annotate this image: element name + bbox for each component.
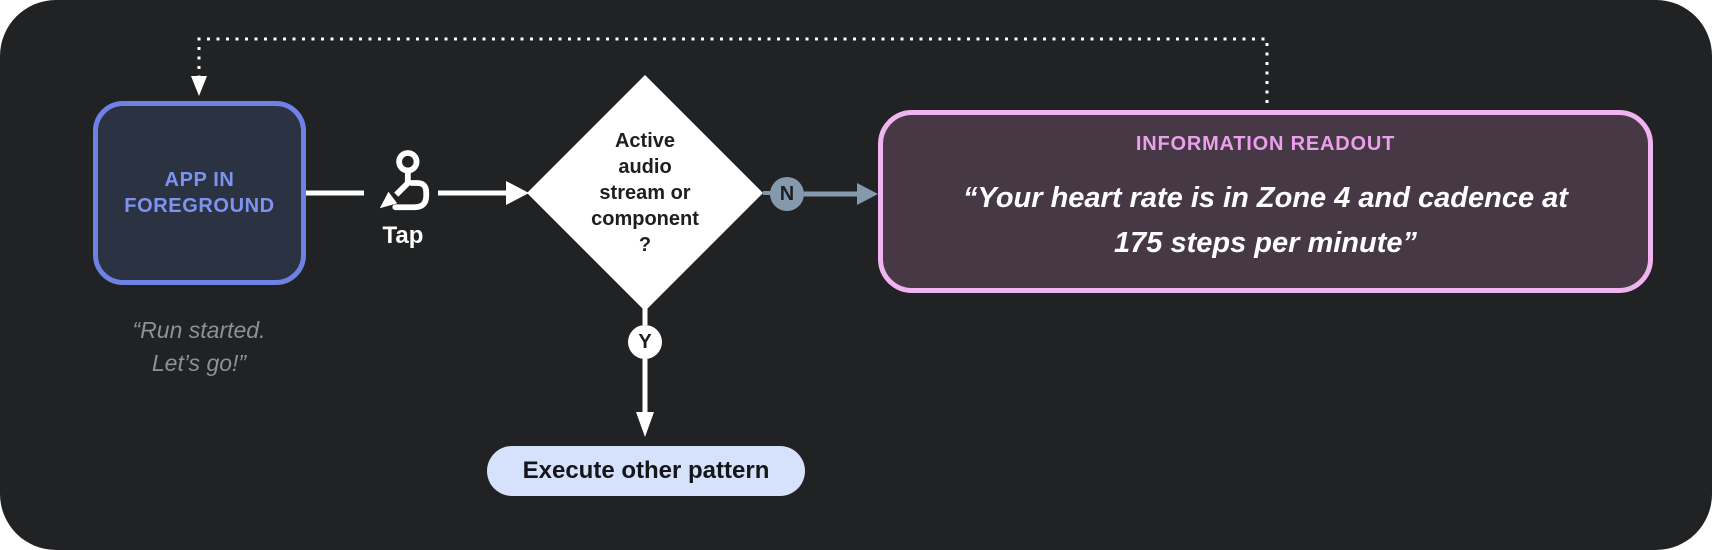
app-node-label-line1: APP IN — [164, 169, 235, 191]
no-arrowhead — [857, 183, 878, 205]
voice-caption-line1: “Run started. — [132, 317, 266, 343]
execute-pill-label: Execute other pattern — [522, 457, 770, 484]
branch-n-badge: N — [770, 177, 804, 211]
readout-quote: “Your heart rate is in Zone 4 and cadenc… — [913, 176, 1618, 266]
voice-caption: “Run started. Let’s go!” — [99, 314, 299, 380]
branch-y-badge: Y — [628, 325, 662, 359]
readout-quote-line2: 175 steps per minute” — [1114, 227, 1417, 259]
app-node-label-line2: FOREGROUND — [124, 195, 275, 217]
decision-line: component — [591, 208, 699, 230]
feedback-dotted-connector — [191, 37, 1269, 103]
decision-label: Active audio stream or component ? — [545, 128, 745, 258]
node-execute-other-pattern: Execute other pattern — [487, 446, 805, 496]
decision-line: Active — [614, 130, 676, 152]
decision-line: ? — [638, 234, 652, 256]
tap-gesture-icon — [379, 150, 430, 211]
node-app-in-foreground: APP IN FOREGROUND — [93, 101, 306, 285]
node-information-readout: INFORMATION READOUT “Your heart rate is … — [878, 110, 1653, 293]
tap-arrowhead — [506, 181, 529, 205]
readout-title: INFORMATION READOUT — [1135, 133, 1396, 155]
decision-line: audio — [618, 156, 672, 178]
feedback-arrowhead — [191, 76, 207, 96]
readout-quote-line1: “Your heart rate is in Zone 4 and cadenc… — [963, 182, 1568, 214]
decision-line: stream or — [599, 182, 691, 204]
voice-caption-line2: Let’s go!” — [151, 350, 247, 376]
yes-arrowhead — [636, 412, 654, 437]
tap-label: Tap — [382, 222, 424, 249]
